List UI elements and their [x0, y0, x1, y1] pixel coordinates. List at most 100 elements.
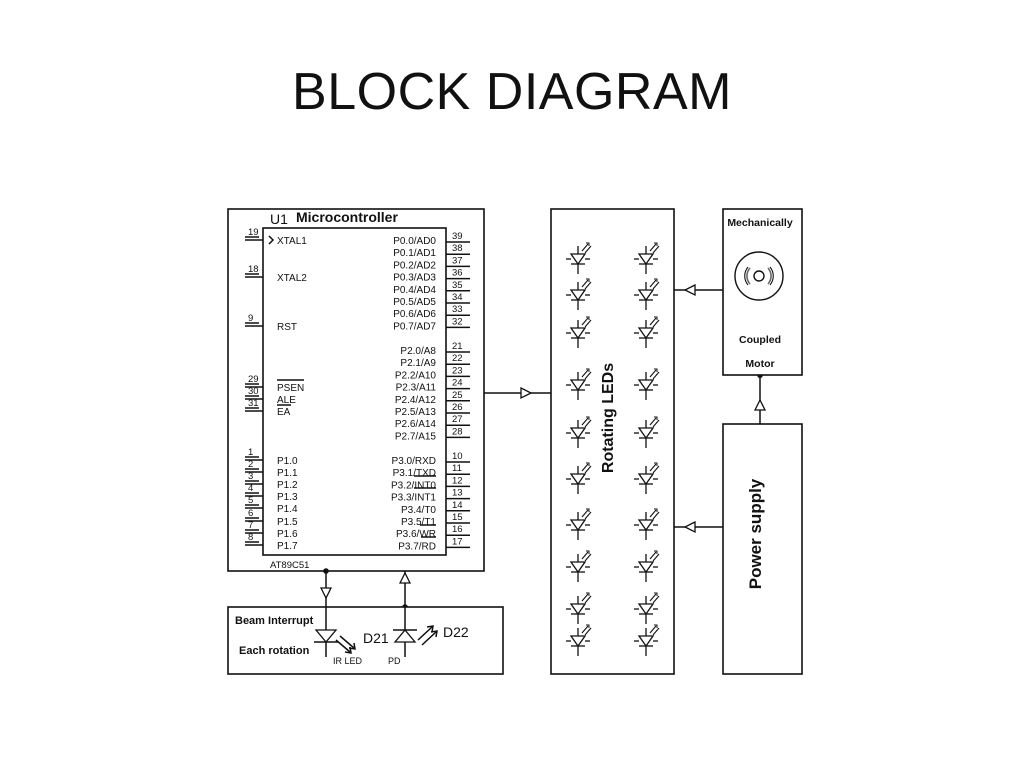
mcu-right-pin-number: 32 [452, 316, 463, 327]
power-box [722, 423, 803, 675]
mcu-right-pin: 13 P3.3/INT1 [391, 488, 470, 504]
mcu-right-pin-number: 24 [452, 378, 463, 389]
mcu-left-pin-number: 6 [248, 508, 253, 519]
mcu-left-pin-name: P1.1 [277, 468, 298, 479]
mcu-left-pin-name: P1.4 [277, 504, 298, 515]
leds-label: Rotating LEDs [600, 363, 617, 473]
motor-to-leds-arrow [683, 283, 696, 297]
mcu-right-pin-name: P0.1/AD1 [393, 248, 436, 259]
mcu-right-pin: 26 P2.5/A13 [395, 402, 470, 418]
mcu-right-pin-name: P3.4/T0 [401, 505, 436, 516]
ir-led-name: IR LED [333, 656, 363, 666]
rotating-leds-block: Rotating LEDs [550, 208, 675, 675]
mcu-right-pin-number: 11 [452, 463, 462, 474]
mcu-right-pin-number: 17 [452, 536, 463, 547]
mcu-left-pin-name: ALE [277, 395, 296, 406]
mcu-left-pin-name: P1.7 [277, 541, 298, 552]
power-supply-block: Power supply [722, 423, 803, 675]
mcu-right-pin-number: 27 [452, 414, 463, 425]
mcu-left-pin-name: P1.2 [277, 480, 298, 491]
sensor-box [227, 606, 504, 675]
mcu-right-pin-name: P2.7/A15 [395, 431, 437, 442]
mcu-left-pin-number: 5 [248, 495, 253, 506]
mcu-part-number: AT89C51 [270, 560, 309, 571]
mcu-right-pin-number: 35 [452, 280, 463, 291]
mcu-right-pin-number: 22 [452, 353, 463, 364]
mcu-ref: U1 [270, 211, 288, 227]
mcu-right-pin-number: 26 [452, 402, 463, 413]
mcu-left-pin-name: PSEN [277, 383, 304, 394]
mcu-right-pin-name: P2.1/A9 [400, 358, 436, 369]
mcu-right-pin-number: 28 [452, 426, 463, 437]
mcu-right-pin-name: P0.4/AD4 [393, 285, 436, 296]
mcu-right-pin-name: P3.7/RD [398, 541, 436, 552]
mcu-right-pin-name: P3.2/INT0 [391, 480, 436, 491]
mcu-right-pin: 17 P3.7/RD [398, 536, 470, 552]
mcu-right-pin-name: P3.6/WR [396, 529, 436, 540]
mcu-to-sensor-arrow [319, 587, 333, 600]
mcu-left-pin-number: 18 [248, 264, 259, 275]
mcu-left-pin-name: XTAL2 [277, 273, 307, 284]
mcu-left-pin-number: 9 [248, 313, 253, 324]
mcu-right-pin-name: P0.7/AD7 [393, 321, 436, 332]
mcu-left-pins: 19XTAL118XTAL29RST29PSEN30ALE31EA1P1.02P… [245, 227, 307, 552]
mcu-right-pin-name: P2.6/A14 [395, 419, 437, 430]
mcu-right-pin-name: P2.0/A8 [400, 346, 436, 357]
mcu-right-pin-number: 16 [452, 524, 463, 535]
mcu-right-pin-number: 13 [452, 488, 463, 499]
mcu-left-pin-number: 30 [248, 386, 259, 397]
connections [319, 283, 767, 610]
motor-block: Mechanically Coupled Motor [722, 208, 803, 376]
mcu-right-pin-number: 21 [452, 341, 463, 352]
mcu-right-pin-name: P0.6/AD6 [393, 309, 436, 320]
mcu-left-pin-number: 29 [248, 374, 259, 385]
mcu-left-pin-number: 7 [248, 520, 253, 531]
sensor-label-line1: Beam Interrupt [235, 615, 314, 627]
mcu-left-pin: 3P1.2 [245, 471, 298, 491]
mcu-right-pin: 16 P3.6/WR [396, 524, 470, 540]
mcu-right-pin: 27 P2.6/A14 [395, 414, 470, 430]
slide-title: BLOCK DIAGRAM [292, 63, 732, 121]
mcu-left-pin-number: 3 [248, 471, 253, 482]
ir-led-symbol [314, 607, 356, 657]
mcu-left-pin-number: 8 [248, 532, 253, 543]
mcu-left-pin-name: P1.5 [277, 517, 298, 528]
mcu-right-pin-number: 39 [452, 231, 463, 242]
mcu-right-pin-number: 34 [452, 292, 463, 303]
power-label: Power supply [746, 478, 765, 589]
mcu-left-pin-number: 19 [248, 227, 259, 238]
mcu-right-pin: 22 P2.1/A9 [400, 353, 470, 369]
power-to-leds-arrow [683, 520, 696, 534]
mcu-right-pin: 14 P3.4/T0 [401, 500, 470, 516]
motor-label-top: Mechanically [727, 217, 793, 229]
mcu-right-pin-number: 10 [452, 451, 463, 462]
motor-label-bottom: Motor [745, 358, 774, 370]
mcu-left-pin: 8P1.7 [245, 532, 298, 552]
photodiode-symbol [393, 607, 438, 657]
mcu-left-pin-name: P1.0 [277, 456, 298, 467]
mcu-right-pin-name: P0.3/AD3 [393, 273, 436, 284]
mcu-right-pin-number: 25 [452, 390, 463, 401]
mcu-right-pin-number: 14 [452, 500, 463, 511]
mcu-title: Microcontroller [296, 209, 398, 225]
mcu-right-pin: 21 P2.0/A8 [400, 341, 470, 357]
mcu-left-pin-name: P1.6 [277, 529, 298, 540]
mcu-left-pin: 2P1.1 [245, 459, 298, 479]
mcu-right-pin-name: P0.2/AD2 [393, 260, 436, 271]
mcu-left-pin-name: RST [277, 322, 297, 333]
mcu-right-pin-name: P2.5/A13 [395, 407, 437, 418]
mcu-right-pin-name: P3.3/INT1 [391, 493, 436, 504]
